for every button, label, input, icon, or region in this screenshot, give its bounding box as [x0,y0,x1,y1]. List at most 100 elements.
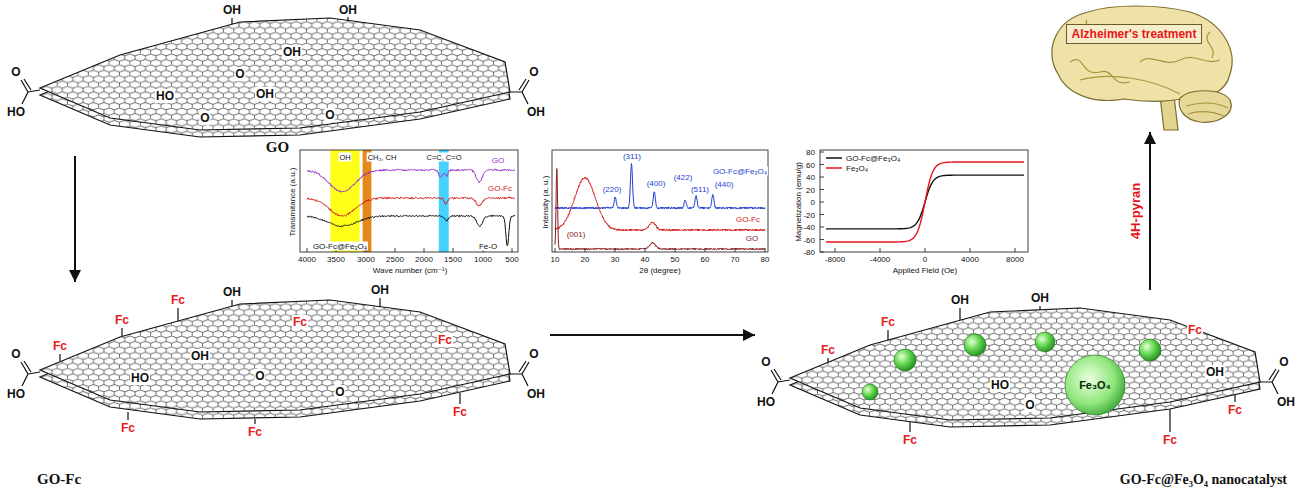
arrow-label: 4H-pyran [1128,182,1143,240]
group-label: OH [190,349,210,363]
ferrocene-label: Fc [120,421,136,435]
group-label: OH [1030,291,1050,305]
group-label: O [1278,355,1289,369]
structure-name: GO [264,139,291,156]
chart-text: GO [491,156,505,165]
vsm-chart [820,150,1028,252]
chart-text: 10 [550,255,561,264]
ferrocene-label: Fc [1227,403,1243,417]
chart-text: Applied Field (Oe) [892,266,958,275]
group-label: O [1024,398,1035,412]
chart-text: (422) [673,173,694,182]
group-label: OH [526,105,546,119]
chart-text: 60 [700,255,711,264]
connector-arrow [550,334,755,336]
chart-text: -8000 [824,255,846,264]
ferrocene-label: Fc [1187,323,1203,337]
chart-text: Wave number (cm⁻¹) [372,266,449,275]
ftir-chart [300,150,518,252]
group-label: OH [255,87,275,101]
group-label: O [10,65,21,79]
chart-text: 60 [805,160,816,169]
chart-text: 30 [610,255,621,264]
ferrocene-label: Fc [114,313,130,327]
legend-line [826,157,842,159]
chart-text: -20 [802,210,816,219]
chart-text: 80 [805,148,816,157]
chart-text: GO-Fc@Fe₃O₄ [712,167,768,176]
group-label: OH [222,285,242,299]
chart-text: Magnetization (emu/g) [794,161,803,243]
brain-fold [1070,60,1130,83]
band-label: OH [338,153,351,162]
ferrocene-label: Fc [437,333,453,347]
chart-text: 4000 [297,255,317,264]
group-label: OH [1205,365,1225,379]
chart-text: 4000 [960,255,980,264]
axis-tick [820,227,824,228]
ferrocene-label: Fc [820,343,836,357]
axis-tick [395,248,396,252]
structure-panel: GO [5,0,550,156]
graphene-sheet [21,298,529,424]
ferrocene-label: Fc [880,315,896,329]
brain-fold [1140,57,1220,62]
chart-text: GO-Fc [487,184,513,193]
axis-tick [555,248,556,252]
chart-text: 20 [805,185,816,194]
group-label: O [324,108,335,122]
group-label: O [234,67,245,81]
chart-text: 3500 [326,255,346,264]
ferrocene-label: Fc [170,293,186,307]
axis-tick [880,248,881,252]
group-label: OH [282,45,302,59]
axis-tick [585,248,586,252]
chart-text: Transmitance (a.u.) [288,166,297,237]
brain-outline [1052,6,1232,101]
group-label: HO [756,395,776,409]
ferrocene-label: Fc [292,315,308,329]
chart-text: Fe-O [478,242,498,251]
graphene-sheet [771,306,1279,432]
chart-text: 70 [730,255,741,264]
chart-text: (220) [602,185,623,194]
chart-text: GO-Fc@Fe₃O₄ [312,242,368,251]
group-label: O [10,347,21,361]
axis-tick [820,189,824,190]
axis-tick [820,152,824,153]
brain-fold [1080,76,1180,94]
axis-tick [424,248,425,252]
axis-tick [820,239,824,240]
connector-arrow [74,156,76,282]
axis-tick [820,164,824,165]
xrd-chart [552,150,768,252]
chart-text: 40 [640,255,651,264]
axis-tick [820,214,824,215]
group-label: O [528,65,539,79]
axis-tick [835,248,836,252]
nanoparticle [862,332,1161,415]
chart-text: -80 [802,248,816,257]
band-label: CH₂, CH [367,153,398,162]
axis-tick [307,248,308,252]
structure-panel: GO-Fc [5,282,550,492]
chart-text: 50 [670,255,681,264]
chart-text: 80 [760,255,771,264]
group-label: HO [990,378,1010,392]
ferrocene-label: Fc [52,339,68,353]
group-label: OH [338,3,358,17]
cerebellum [1179,91,1231,123]
legend-text: Fe₃O₄ [845,164,869,173]
chart-text: 1500 [443,255,463,264]
hysteresis-curve [826,162,1024,242]
ferrocene-label: Fc [902,433,918,447]
axis-tick [925,248,926,252]
group-label: OH [950,293,970,307]
chart-text: (001) [566,230,587,239]
ferrocene-label: Fc [452,405,468,419]
group-label: HO [130,371,150,385]
group-label: O [334,385,345,399]
spectrum-curve [307,197,515,216]
chart-text: 3000 [356,255,376,264]
legend-line [826,167,842,169]
